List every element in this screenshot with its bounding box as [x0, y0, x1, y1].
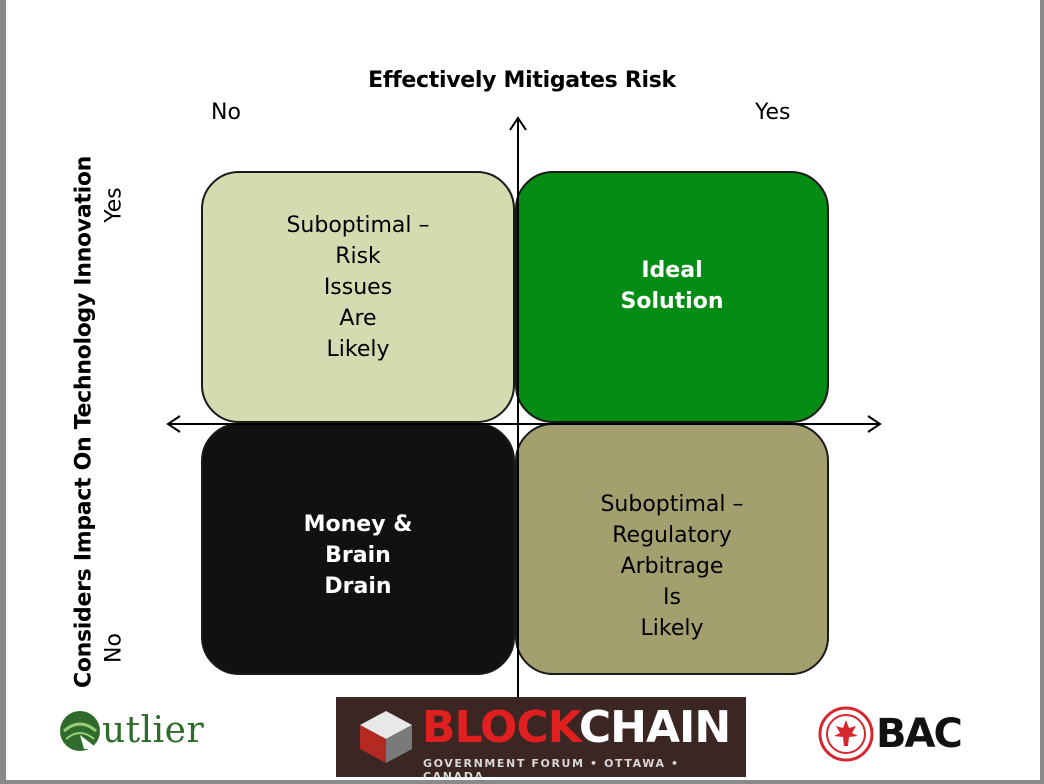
outlier-logo-text: utlier	[102, 710, 205, 751]
right-arrow-icon	[867, 415, 882, 433]
blockchain-word-chain: CHAIN	[578, 702, 731, 753]
blockchain-subtitle: GOVERNMENT FORUM • OTTAWA • CANADA	[423, 757, 680, 777]
quadrant-suboptimal-risk: Suboptimal – Risk Issues Are Likely	[201, 171, 515, 423]
quadrant-top-left-text: Suboptimal – Risk Issues Are Likely	[286, 212, 430, 362]
quadrant-top-right-text: Ideal Solution	[620, 258, 724, 314]
quadrant-bottom-left-text: Money & Brain Drain	[303, 511, 413, 599]
bac-seal-icon	[818, 706, 874, 762]
blockchain-cube-icon	[360, 711, 412, 763]
x-axis-yes-label: Yes	[755, 100, 791, 125]
quadrant-bottom-right-text: Suboptimal – Regulatory Arbitrage Is Lik…	[600, 491, 744, 641]
quadrant-money-brain-drain: Money & Brain Drain	[201, 423, 515, 675]
bac-logo: BAC	[818, 706, 988, 762]
up-arrow-icon	[509, 116, 527, 131]
blockchain-word-block: BLOCK	[422, 702, 580, 753]
blockchain-forum-logo: BLOCKCHAIN GOVERNMENT FORUM • OTTAWA • C…	[336, 697, 746, 777]
blockchain-wordmark: BLOCKCHAIN	[422, 700, 731, 756]
left-arrow-icon	[166, 415, 181, 433]
quadrant-ideal-solution: Ideal Solution	[515, 171, 829, 423]
outlier-globe-icon	[60, 711, 100, 751]
x-axis-title: Effectively Mitigates Risk	[368, 68, 676, 93]
bac-logo-text: BAC	[876, 711, 963, 757]
x-axis-no-label: No	[211, 100, 241, 125]
outlier-logo: utlier	[58, 707, 218, 759]
